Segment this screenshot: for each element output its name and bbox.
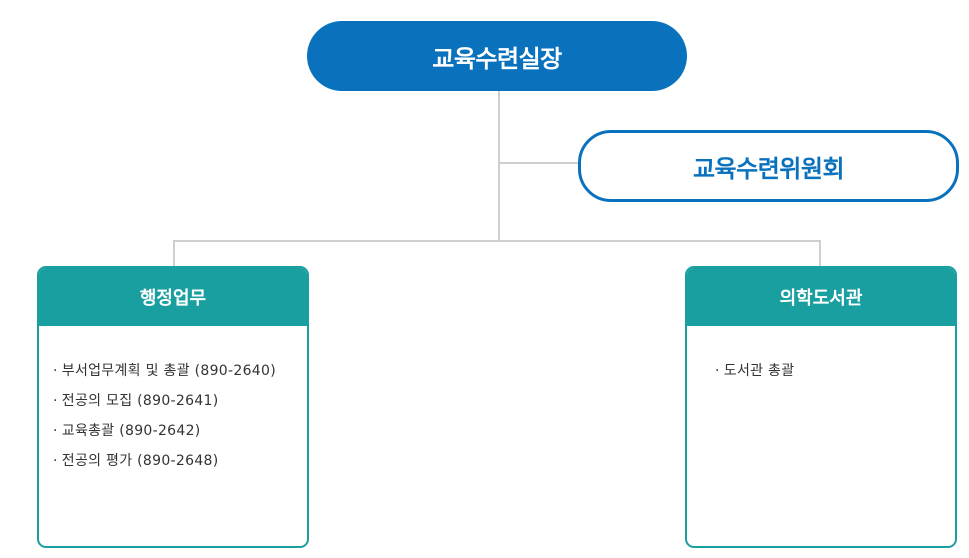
dept-library-box: 의학도서관 ·도서관 총괄 [685, 266, 957, 548]
bullet-icon: · [53, 453, 58, 469]
dept-admin-box: 행정업무 ·부서업무계획 및 총괄 (890-2640) ·전공의 모집 (89… [37, 266, 309, 548]
bullet-icon: · [53, 363, 58, 379]
committee-title: 교육수련위원회 [692, 154, 845, 183]
duty-item: ·전공의 평가 (890-2648) [53, 453, 219, 469]
head-title: 교육수련실장 [432, 44, 562, 73]
connector-left-drop [173, 240, 175, 268]
dept-admin-duties: ·부서업무계획 및 총괄 (890-2640) ·전공의 모집 (890-264… [39, 326, 307, 476]
connector-right-drop [819, 240, 821, 268]
committee-node: 교육수련위원회 [578, 130, 959, 202]
bullet-icon: · [53, 423, 58, 439]
dept-admin-header: 행정업무 [39, 268, 307, 326]
connector-horizontal [173, 240, 821, 242]
dept-admin-title: 행정업무 [139, 288, 207, 309]
bullet-icon: · [53, 393, 58, 409]
duty-item: ·부서업무계획 및 총괄 (890-2640) [53, 363, 276, 379]
duty-item: ·도서관 총괄 [715, 363, 795, 379]
connector-vertical-main [498, 91, 500, 242]
duty-item: ·전공의 모집 (890-2641) [53, 393, 219, 409]
dept-library-title: 의학도서관 [779, 288, 863, 309]
bullet-icon: · [715, 363, 720, 379]
duty-item: ·교육총괄 (890-2642) [53, 423, 201, 439]
dept-library-header: 의학도서관 [687, 268, 955, 326]
dept-library-duties: ·도서관 총괄 [687, 326, 955, 386]
connector-committee-branch [498, 162, 579, 164]
head-node: 교육수련실장 [307, 21, 687, 91]
